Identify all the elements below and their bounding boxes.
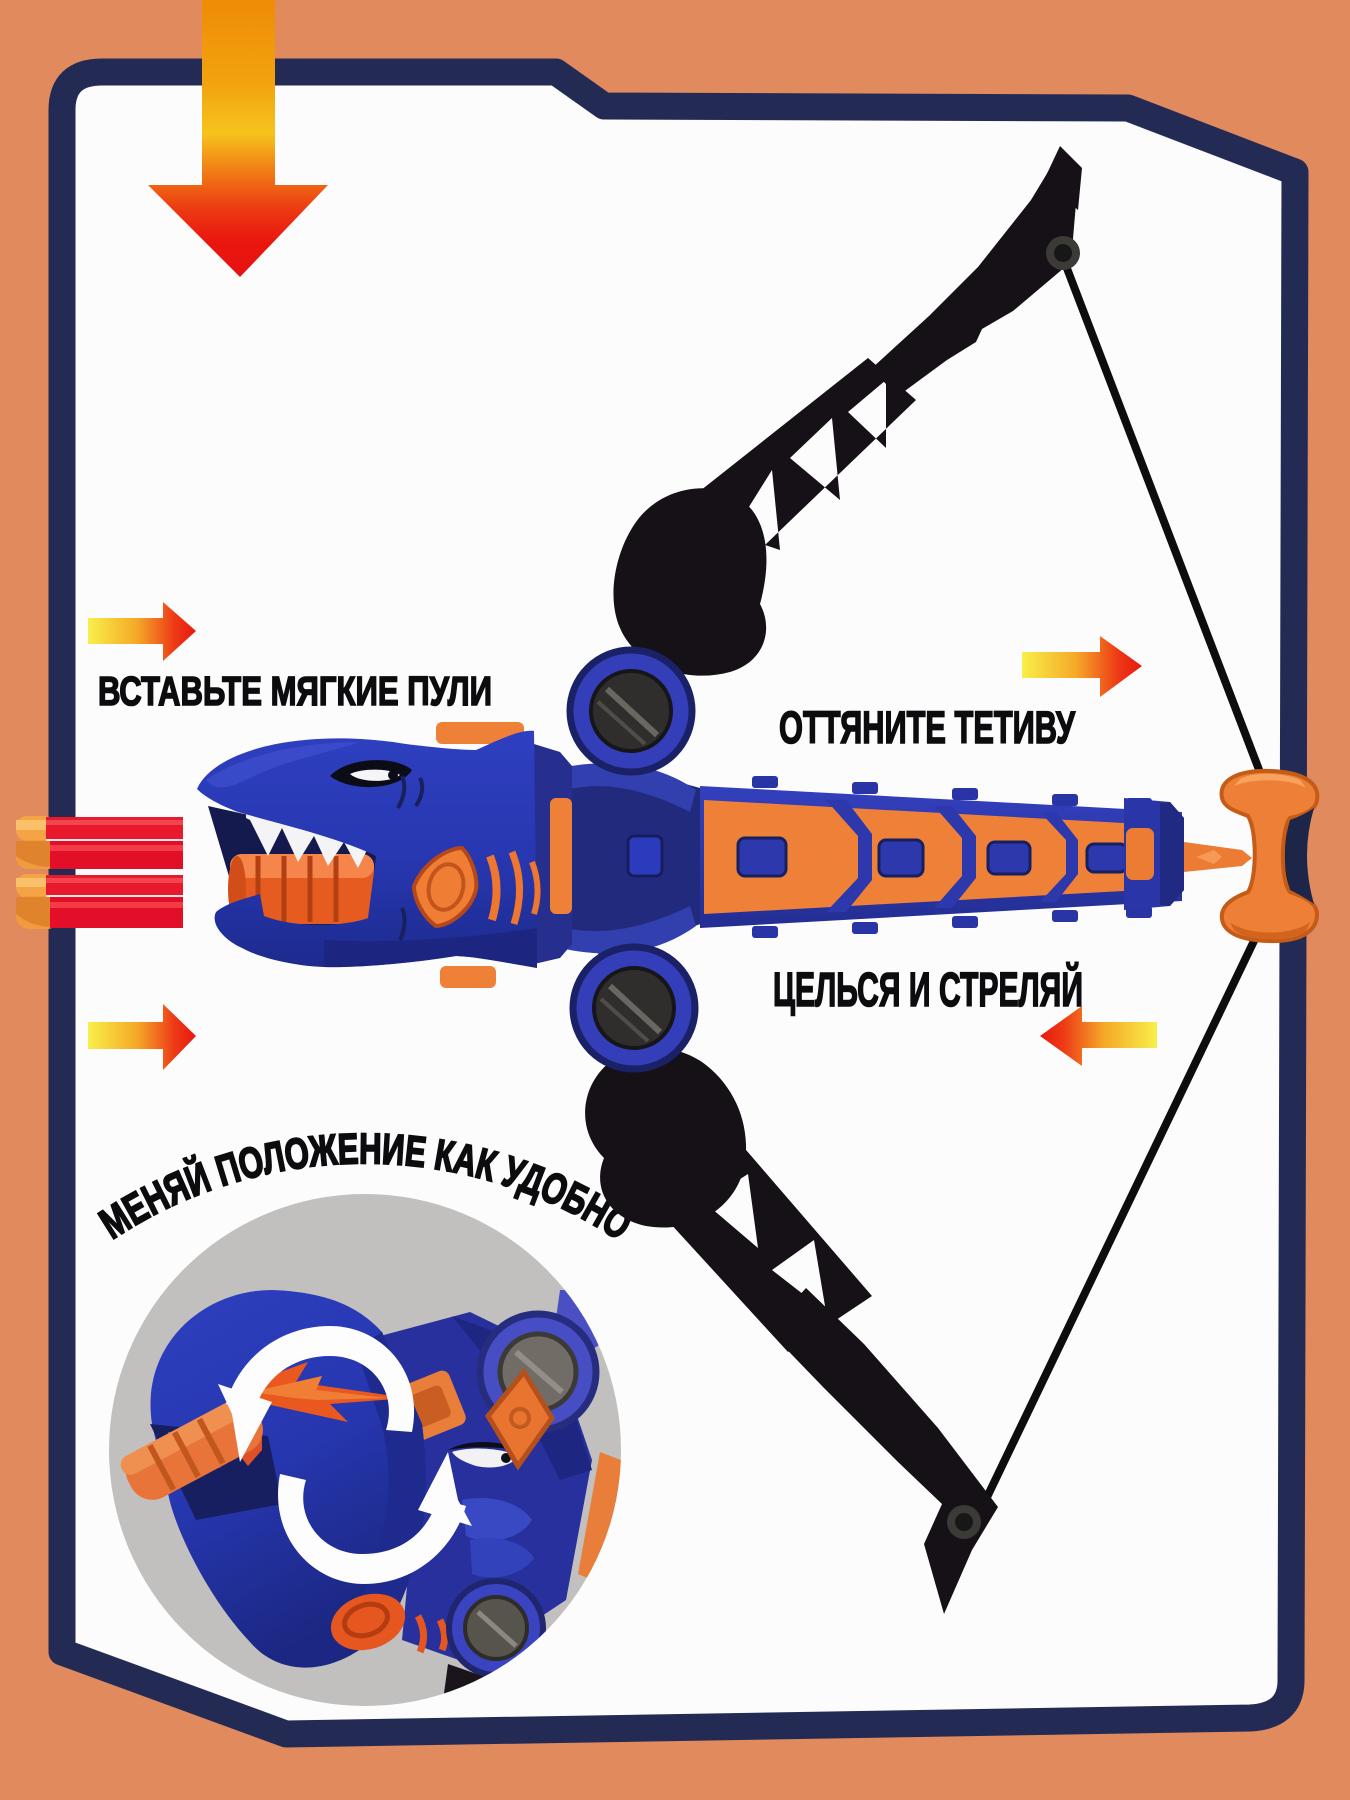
svg-text:ОТТЯНИТЕ ТЕТИВУ: ОТТЯНИТЕ ТЕТИВУ <box>779 702 1076 753</box>
svg-text:ЦЕЛЬСЯ И СТРЕЛЯЙ: ЦЕЛЬСЯ И СТРЕЛЯЙ <box>773 962 1083 1017</box>
svg-text:ВСТАВЬТЕ МЯГКИЕ ПУЛИ: ВСТАВЬТЕ МЯГКИЕ ПУЛИ <box>98 668 492 714</box>
